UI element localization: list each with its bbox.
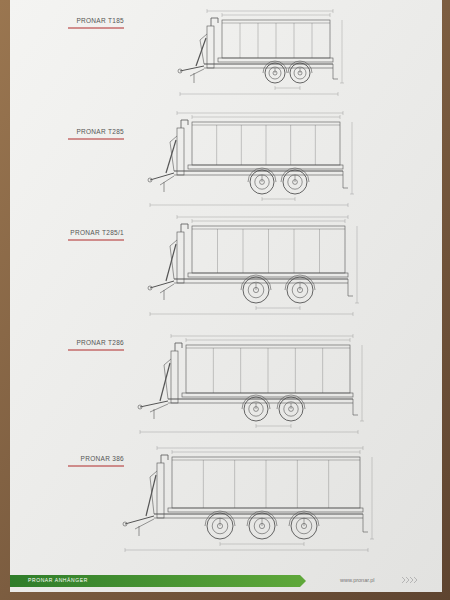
footer-bar [10, 575, 306, 587]
trailer-drawing [148, 215, 359, 316]
trailer-drawing [123, 446, 374, 552]
heading-underline [68, 139, 124, 140]
trailer-drawing [148, 111, 354, 207]
model-heading: PRONAR T285/1 [70, 229, 124, 236]
website: www.pronar.pl [340, 577, 375, 583]
model-heading: PRONAR T285 [76, 128, 124, 135]
trailer-drawing [178, 9, 344, 96]
paper-sheet [10, 0, 442, 592]
footer-title: PRONAR ANHÄNGER [28, 577, 88, 583]
chevrons [402, 577, 417, 583]
model-heading: PRONAR T185 [76, 17, 124, 24]
trailer-drawing [138, 334, 364, 434]
heading-underline [68, 240, 124, 241]
heading-underline [68, 466, 124, 467]
model-heading: PRONAR T286 [76, 339, 124, 346]
heading-underline [68, 28, 124, 29]
model-heading: PRONAR 386 [81, 455, 124, 462]
heading-underline [68, 350, 124, 351]
